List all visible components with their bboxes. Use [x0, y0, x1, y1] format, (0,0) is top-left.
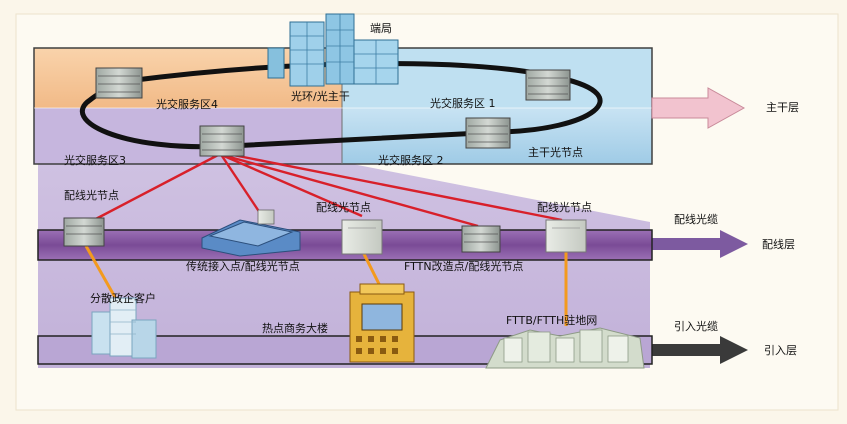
- service-area-2-label: 光交服务区 2: [378, 153, 444, 167]
- service-area-3-label: 光交服务区3: [64, 153, 126, 167]
- service-area-4-label: 光交服务区4: [156, 97, 218, 111]
- scattered-customer-buildings: [91, 297, 157, 359]
- dist-node-right: [545, 219, 587, 253]
- ring-node-area4: [95, 67, 143, 99]
- trunk-node-label: 主干光节点: [528, 145, 583, 159]
- ring-node-area2: [465, 117, 511, 149]
- hotspot-commercial-building: [349, 283, 415, 363]
- fttn-node: [461, 225, 501, 253]
- service-area-1-label: 光交服务区 1: [430, 96, 496, 110]
- traditional-access-label: 传统接入点/配线光节点: [186, 259, 300, 273]
- end-office-label: 端局: [370, 22, 392, 35]
- ftth-area-label: FTTB/FTTH驻地网: [506, 313, 597, 327]
- dist-node-left: [63, 217, 105, 247]
- trunk-layer-arrow: [651, 87, 746, 129]
- drop-cable-label: 引入光缆: [674, 319, 718, 333]
- ring-trunk-label: 光环/光主干: [291, 89, 350, 103]
- dist-node-mid: [341, 219, 383, 255]
- ftth-residential-area: [485, 327, 645, 369]
- drop-layer-label: 引入层: [764, 343, 797, 357]
- distribution-layer-label: 配线层: [762, 237, 795, 251]
- distribution-fibers: [89, 152, 563, 228]
- distribution-layer-arrow: [652, 230, 748, 258]
- dist-node-right-label: 配线光节点: [537, 200, 592, 214]
- trunk-layer-label: 主干层: [766, 101, 799, 114]
- drop-layer-arrow: [652, 336, 748, 364]
- scattered-customers-label: 分散政企客户: [90, 291, 156, 305]
- dist-node-mid-label: 配线光节点: [316, 200, 371, 214]
- distribution-zone: [38, 162, 650, 368]
- central-office-building: [267, 13, 399, 87]
- traditional-access-house: [201, 209, 301, 257]
- ring-node-area1: [525, 69, 571, 101]
- dist-cable-label: 配线光缆: [674, 212, 718, 226]
- hotspot-building-label: 热点商务大楼: [262, 321, 328, 335]
- ring-node-area3: [199, 125, 245, 157]
- fttn-label: FTTN改造点/配线光节点: [404, 259, 523, 273]
- dist-node-left-label: 配线光节点: [64, 188, 119, 202]
